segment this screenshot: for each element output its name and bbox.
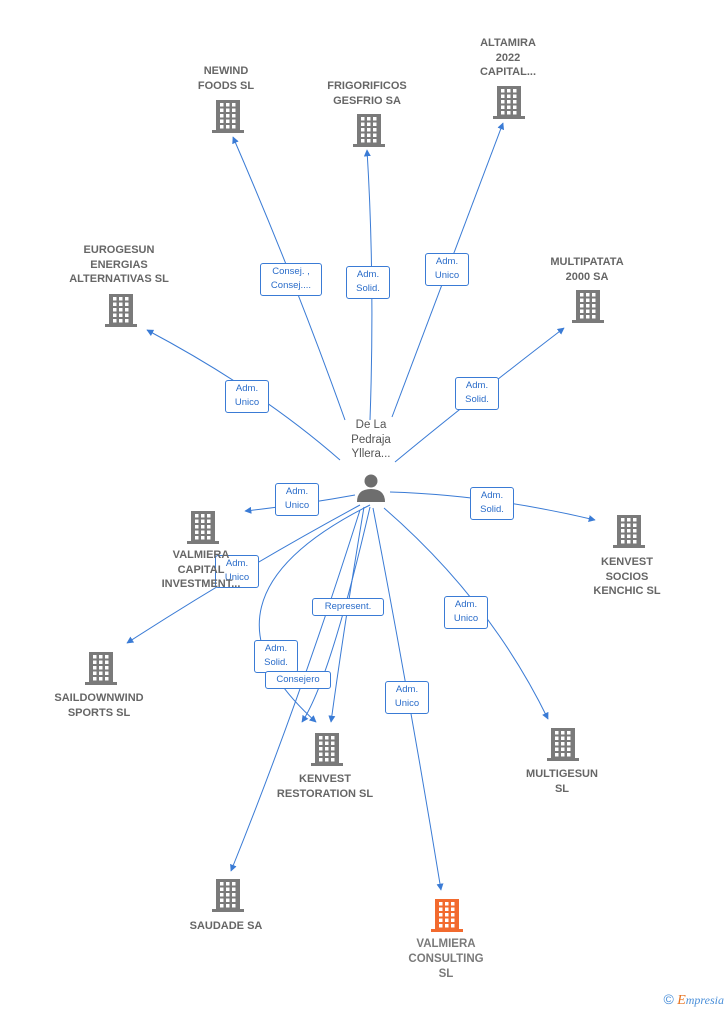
- building-icon-frigorificos[interactable]: [353, 114, 385, 147]
- building-icon-newind[interactable]: [212, 100, 244, 133]
- edge-label-altamira[interactable]: Adm. Unico: [425, 253, 469, 286]
- edge-label-eurogesun[interactable]: Adm. Unico: [225, 380, 269, 413]
- company-label-valmiera_cons[interactable]: VALMIERA CONSULTING SL: [408, 938, 484, 980]
- brand-logo: © Empresia: [664, 991, 724, 1009]
- building-icon-multipatata[interactable]: [572, 290, 604, 323]
- edge-kenvest_rest: [301, 506, 371, 723]
- company-label-kenvest_rest[interactable]: KENVEST RESTORATION SL: [276, 773, 374, 800]
- edge-label-kenvest_rest[interactable]: Consejero: [265, 671, 331, 689]
- building-icon-saildownwind[interactable]: [85, 652, 117, 685]
- edge-label-saildownwind[interactable]: Adm. Unico: [215, 555, 259, 588]
- edge-kenvest_rest: [258, 504, 371, 723]
- building-icon-saudade[interactable]: [212, 879, 244, 912]
- person-label[interactable]: De La Pedraja Yllera...: [351, 419, 391, 460]
- edge-label-multipatata[interactable]: Adm. Solid.: [455, 377, 499, 410]
- company-label-altamira[interactable]: ALTAMIRA 2022 CAPITAL...: [479, 37, 536, 78]
- building-icon-kenvest_socios[interactable]: [613, 515, 645, 548]
- company-label-saildownwind[interactable]: SAILDOWNWIND SPORTS SL: [54, 692, 144, 719]
- building-icon-altamira[interactable]: [493, 86, 525, 119]
- building-icon-eurogesun[interactable]: [105, 294, 137, 327]
- edge-label-kenvest_rest[interactable]: Represent.: [312, 598, 384, 616]
- edge-label-frigorificos[interactable]: Adm. Solid.: [346, 266, 390, 299]
- copyright-symbol: ©: [663, 991, 674, 1007]
- edge-kenvest_rest: [328, 506, 365, 723]
- building-icon-valmiera_cons[interactable]: [431, 899, 463, 932]
- edge-label-valmiera_cons[interactable]: Adm. Unico: [385, 681, 429, 714]
- building-icon-kenvest_rest[interactable]: [311, 733, 343, 766]
- company-label-multipatata[interactable]: MULTIPATATA 2000 SA: [550, 256, 624, 283]
- edge-label-kenvest_socios[interactable]: Adm. Solid.: [470, 487, 514, 520]
- building-icon-valmiera_cap[interactable]: [187, 511, 219, 544]
- brand-name: mpresia: [685, 993, 724, 1007]
- company-label-newind[interactable]: NEWIND FOODS SL: [197, 65, 255, 92]
- company-label-saudade[interactable]: SAUDADE SA: [189, 920, 263, 932]
- company-label-eurogesun[interactable]: EUROGESUN ENERGIAS ALTERNATIVAS SL: [69, 244, 169, 285]
- person-icon[interactable]: [357, 474, 385, 503]
- edge-label-kenvest_rest[interactable]: Adm. Solid.: [254, 640, 298, 673]
- edge-label-multigesun[interactable]: Adm. Unico: [444, 596, 488, 629]
- company-label-frigorificos[interactable]: FRIGORIFICOS GESFRIO SA: [327, 80, 407, 107]
- building-icon-multigesun[interactable]: [547, 728, 579, 761]
- edge-saudade: [230, 509, 361, 872]
- company-label-kenvest_socios[interactable]: KENVEST SOCIOS KENCHIC SL: [593, 556, 661, 597]
- company-label-multigesun[interactable]: MULTIGESUN SL: [526, 768, 598, 795]
- edge-label-valmiera_cap[interactable]: Adm. Unico: [275, 483, 319, 516]
- brand-initial: E: [677, 993, 686, 1008]
- company-label-valmiera_cap[interactable]: VALMIERA CAPITAL INVESTMENT...: [161, 549, 241, 590]
- edge-label-newind[interactable]: Consej. , Consej....: [260, 263, 322, 296]
